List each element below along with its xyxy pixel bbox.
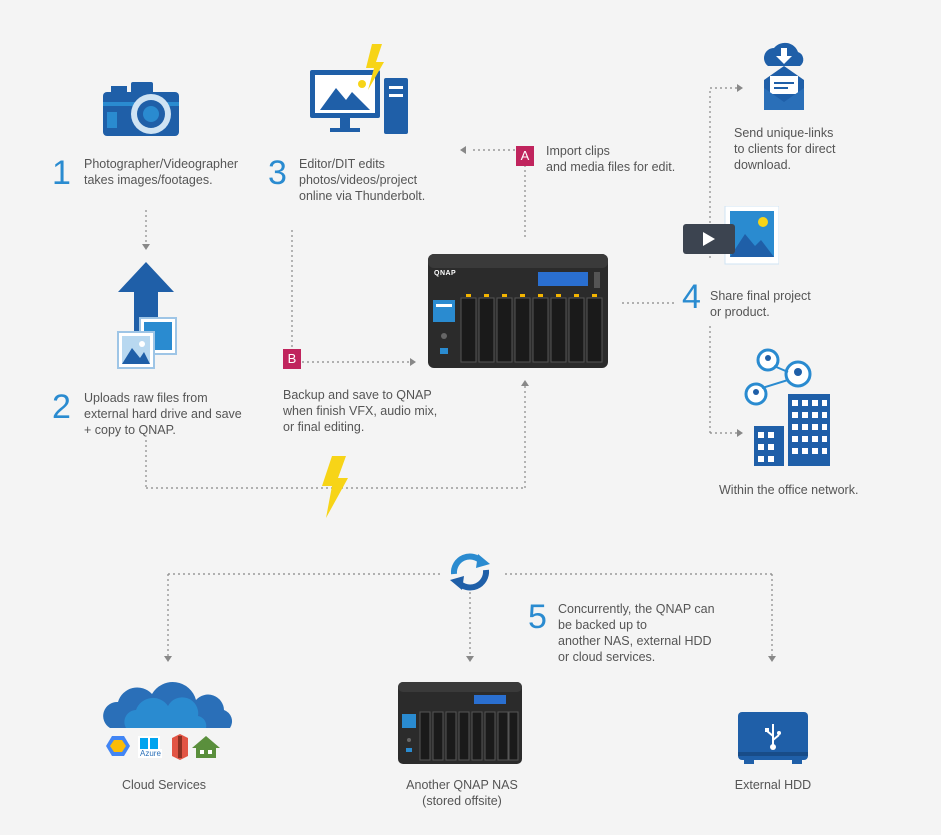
step-5-number: 5 [528, 598, 547, 636]
marker-b-text: Backup and save to QNAP when finish VFX,… [283, 388, 438, 434]
lightning-icon [322, 456, 348, 518]
camera-icon [103, 82, 179, 136]
media-share-icon [683, 206, 779, 265]
upload-photos-icon [117, 262, 177, 369]
step-3-number: 3 [268, 154, 287, 192]
step-4-number: 4 [682, 278, 701, 316]
main-nas-device [428, 254, 608, 368]
step-2-number: 2 [52, 388, 71, 426]
sync-icon [450, 553, 490, 591]
step-3-text: Editor/DIT edits photos/videos/project o… [299, 157, 426, 203]
another-nas-text: Another QNAP NAS (stored offsite) [406, 778, 518, 808]
cloud-services-text: Cloud Services [121, 778, 207, 792]
cloud-services-icon [103, 682, 233, 760]
step-4-text: Share final project or product. [710, 289, 811, 319]
another-nas-device [398, 682, 522, 764]
azure-label: Azure [139, 749, 162, 758]
marker-a: A [516, 146, 534, 166]
marker-a-text: Import clips and media files for edit. [546, 144, 676, 174]
external-hdd-text: External HDD [734, 778, 812, 792]
step-2-text: Uploads raw files from external hard dri… [84, 391, 242, 437]
step-5-text: Concurrently, the QNAP can be backed up … [558, 602, 715, 664]
nas-brand: QNAP [434, 270, 457, 277]
send-links-text: Send unique-links to clients for direct … [734, 126, 836, 172]
step-1-text: Photographer/Videographer takes images/f… [84, 157, 239, 187]
office-network-icon [744, 348, 830, 466]
download-mail-icon [764, 42, 804, 110]
computer-icon [310, 44, 408, 134]
external-hdd-icon [738, 712, 808, 764]
step-1-number: 1 [52, 154, 71, 192]
marker-b: B [283, 349, 301, 369]
office-network-text: Within the office network. [719, 483, 859, 497]
